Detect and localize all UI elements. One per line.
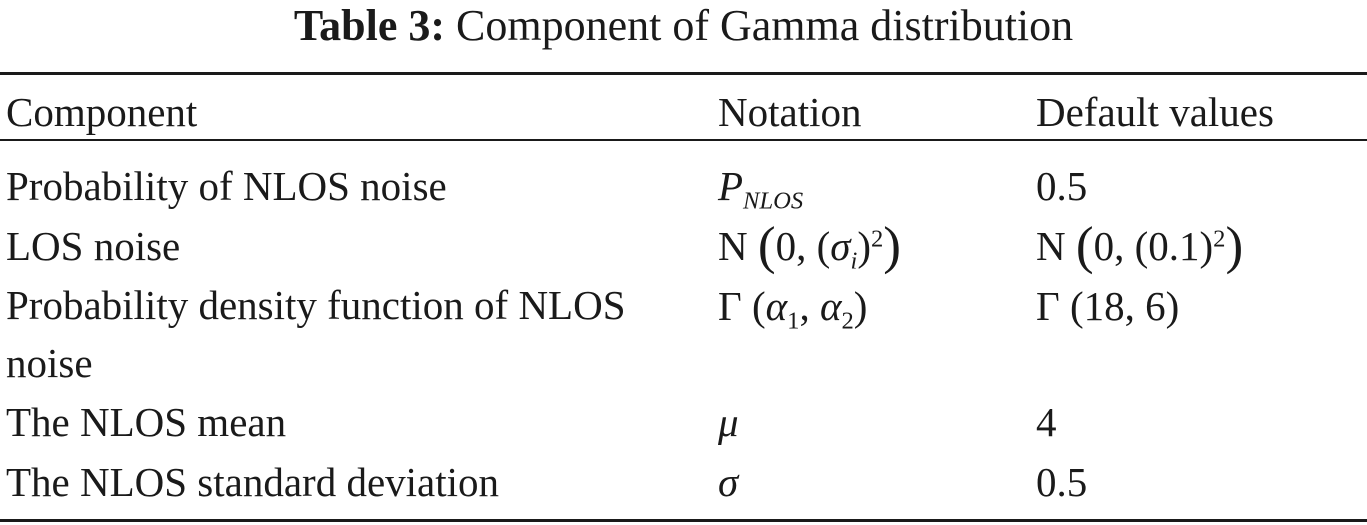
notation-symbol: P xyxy=(718,163,744,209)
notation-inner-right: ) xyxy=(857,223,871,269)
header-rule xyxy=(0,139,1367,141)
table-row: The NLOS standard deviation σ 0.5 xyxy=(0,452,1367,512)
caption-title: Component of Gamma distribution xyxy=(456,1,1074,50)
component-cell: LOS noise xyxy=(6,223,181,269)
notation-cell: Γ (α1, α2) xyxy=(718,283,868,335)
notation-cell: σ xyxy=(712,452,1030,512)
header-component: Component xyxy=(6,89,198,135)
default-prefix: N xyxy=(1036,223,1066,269)
caption-label: Table 3: xyxy=(293,1,445,50)
table-caption: Table 3: Component of Gamma distribution xyxy=(0,0,1367,62)
default-cell: Γ (18, 6) xyxy=(1036,283,1180,329)
default-cell: N (0, (0.1)2) xyxy=(1036,216,1244,276)
bottom-rule xyxy=(0,519,1367,522)
notation-param-a-sub: 1 xyxy=(787,307,800,335)
top-rule xyxy=(0,72,1367,75)
default-inner: 0, (0.1) xyxy=(1093,223,1214,269)
notation-power: 2 xyxy=(871,225,884,253)
default-cell: 0.5 xyxy=(1036,459,1088,505)
table-row: Probability of NLOS noise PNLOS 0.5 xyxy=(0,146,1367,216)
header-default-values: Default values xyxy=(1036,89,1274,135)
notation-symbol: σ xyxy=(830,223,851,269)
notation-cell: μ xyxy=(712,392,1030,452)
notation-param-b: α xyxy=(819,283,842,329)
default-power: 2 xyxy=(1213,225,1226,253)
notation-param-a: α xyxy=(765,283,788,329)
table-row: Probability density function of NLOS noi… xyxy=(0,276,1367,392)
notation-param-b-sub: 2 xyxy=(841,307,854,335)
table-row: The NLOS mean μ 4 xyxy=(0,392,1367,452)
component-cell: Probability of NLOS noise xyxy=(6,163,447,209)
notation-subscript: i xyxy=(850,247,858,275)
header-notation: Notation xyxy=(718,89,862,135)
notation-cell: N (0, (σi)2) xyxy=(718,216,902,276)
notation-prefix: N xyxy=(718,223,748,269)
notation-subscript: NLOS xyxy=(743,187,804,215)
component-cell: The NLOS standard deviation xyxy=(6,459,500,505)
notation-inner-left: 0, ( xyxy=(775,223,831,269)
gamma-components-table: Component Notation Default values Probab… xyxy=(0,80,1367,512)
default-cell: 4 xyxy=(1036,399,1057,445)
default-cell: 0.5 xyxy=(1036,163,1088,209)
notation-symbol: μ xyxy=(718,399,739,445)
table-header-row: Component Notation Default values xyxy=(0,80,1367,146)
notation-cell: PNLOS xyxy=(712,146,1030,216)
component-cell: Probability density function of NLOS noi… xyxy=(6,282,626,386)
component-cell: The NLOS mean xyxy=(6,399,287,445)
notation-symbol: σ xyxy=(718,459,739,505)
notation-prefix: Γ xyxy=(718,283,742,329)
table-row: LOS noise N (0, (σi)2) N (0, (0.1)2) xyxy=(0,216,1367,276)
